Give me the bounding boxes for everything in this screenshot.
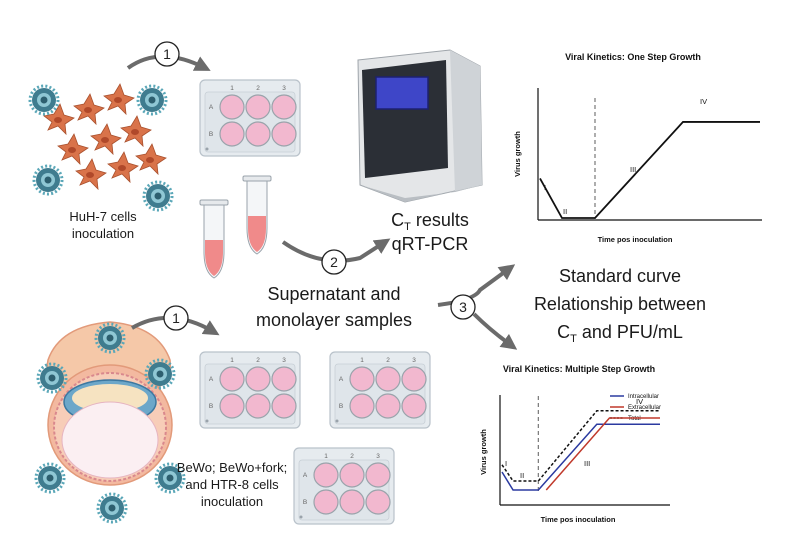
chart-one-step: Viral Kinetics: One Step Growth Virus gr… xyxy=(513,52,762,244)
huh7-label-line2: inoculation xyxy=(72,226,134,241)
cell-icon xyxy=(103,83,135,115)
plate-col-label: 2 xyxy=(350,453,354,460)
plate-row-label: A xyxy=(209,376,214,383)
plate-col-label: 3 xyxy=(282,85,286,92)
chart2-phase-I: I xyxy=(505,459,507,468)
ct-pfu-word: and PFU/mL xyxy=(577,322,683,342)
chart-multi-step: Viral Kinetics: Multiple Step Growth Vir… xyxy=(479,364,670,524)
virus-icon xyxy=(32,164,64,196)
plate-row-label: A xyxy=(209,104,214,111)
plate-col-label: 1 xyxy=(230,357,234,364)
sample-tube-icon xyxy=(199,199,229,279)
ct-symbol: C xyxy=(391,210,404,230)
step1-badge-bottom xyxy=(163,305,189,331)
legend-intracellular: Intracellular xyxy=(628,394,659,400)
chart2-phase-II: II xyxy=(520,471,524,480)
chart1-series-growth xyxy=(539,121,760,219)
virus-icon xyxy=(28,84,60,116)
ct-results-word: results xyxy=(411,210,469,230)
chart1-phase-II: II xyxy=(563,207,567,216)
virus-icon xyxy=(96,492,128,524)
plate-col-label: 2 xyxy=(256,357,260,364)
huh7-label-line1: HuH-7 cells xyxy=(69,209,137,224)
chart1-phase-III: III xyxy=(630,165,636,174)
cell-icon xyxy=(75,158,107,190)
chart2-series-extracellular xyxy=(545,417,660,491)
plate-col-label: 3 xyxy=(412,357,416,364)
sample-tube-icon xyxy=(242,175,272,255)
relationship-label: Relationship between xyxy=(534,294,706,314)
plate-row-label: B xyxy=(209,131,213,138)
well-plate-htr8: 1 2 3 A B xyxy=(293,447,395,525)
cell-icon xyxy=(73,93,105,125)
cell-icon xyxy=(107,151,139,183)
cell-icon xyxy=(135,143,167,175)
chart2-xlabel: Time pos inoculation xyxy=(541,515,616,524)
virus-icon xyxy=(142,180,174,212)
plate-col-label: 2 xyxy=(386,357,390,364)
step2-badge xyxy=(321,249,347,275)
standard-curve-label: Standard curve xyxy=(559,266,681,286)
chart2-plot-area xyxy=(501,396,660,492)
plate-row-label: A xyxy=(303,472,308,479)
placenta-illustration xyxy=(46,321,173,486)
cell-icon xyxy=(90,123,122,155)
plate-col-label: 1 xyxy=(360,357,364,364)
chart1-plot-area xyxy=(539,98,760,220)
step3-number: 3 xyxy=(459,299,467,315)
qrtpcr-label: qRT-PCR xyxy=(392,234,469,254)
plate-col-label: 3 xyxy=(282,357,286,364)
ct-subscript: T xyxy=(404,221,411,233)
supernatant-label-line1: Supernatant and xyxy=(267,284,400,304)
plate-row-label: B xyxy=(303,499,307,506)
well-plate-bewo-fork: 1 2 3 A B xyxy=(329,351,431,429)
step1-number-top: 1 xyxy=(163,46,171,62)
legend-extracellular: Extracellular xyxy=(628,405,661,411)
bewo-label-line1: BeWo; BeWo+fork; xyxy=(177,460,287,475)
virus-icon xyxy=(136,84,168,116)
huh7-cell-cluster xyxy=(28,83,174,212)
chart2-title: Viral Kinetics: Multiple Step Growth xyxy=(503,364,655,374)
plate-row-label: A xyxy=(339,376,344,383)
plate-col-label: 2 xyxy=(256,85,260,92)
virus-icon xyxy=(34,462,66,494)
bewo-label-line2: and HTR-8 cells xyxy=(185,477,279,492)
chart2-series-total xyxy=(501,410,660,482)
well-plate-bewo: 1 2 3 A B xyxy=(199,351,301,429)
chart2-phase-IV: IV xyxy=(636,397,643,406)
ct-results-text: CT results xyxy=(391,210,469,233)
cell-icon xyxy=(120,115,152,147)
plate-col-label: 3 xyxy=(376,453,380,460)
step3-arrow-down xyxy=(472,312,518,350)
chart2-series-intracellular xyxy=(501,423,660,491)
bewo-label-line3: inoculation xyxy=(201,494,263,509)
qpcr-machine-icon xyxy=(357,49,483,203)
plate-row-label: B xyxy=(209,403,213,410)
legend-total: Total xyxy=(628,416,641,422)
step3-arrow-up xyxy=(437,264,516,307)
step1-badge-top xyxy=(154,41,180,67)
chart1-ylabel: Virus growth xyxy=(513,131,522,177)
supernatant-label-line2: monolayer samples xyxy=(256,310,412,330)
chart1-title: Viral Kinetics: One Step Growth xyxy=(565,52,701,62)
chart2-ylabel: Virus growth xyxy=(479,429,488,475)
well-plate-huh7: 1 2 3 A B xyxy=(199,79,301,157)
chart2-phase-III: III xyxy=(584,459,590,468)
step1-number-bottom: 1 xyxy=(172,310,180,326)
plate-col-label: 1 xyxy=(324,453,328,460)
step3-badge xyxy=(450,294,476,320)
plate-col-label: 1 xyxy=(230,85,234,92)
ct-pfu-text: CT and PFU/mL xyxy=(557,322,683,345)
plate-row-label: B xyxy=(339,403,343,410)
cell-icon xyxy=(57,133,89,165)
ct-symbol: C xyxy=(557,322,570,342)
step2-number: 2 xyxy=(330,254,338,270)
chart1-phase-IV: IV xyxy=(700,97,707,106)
chart1-xlabel: Time pos inoculation xyxy=(598,235,673,244)
ct-subscript: T xyxy=(570,333,577,345)
